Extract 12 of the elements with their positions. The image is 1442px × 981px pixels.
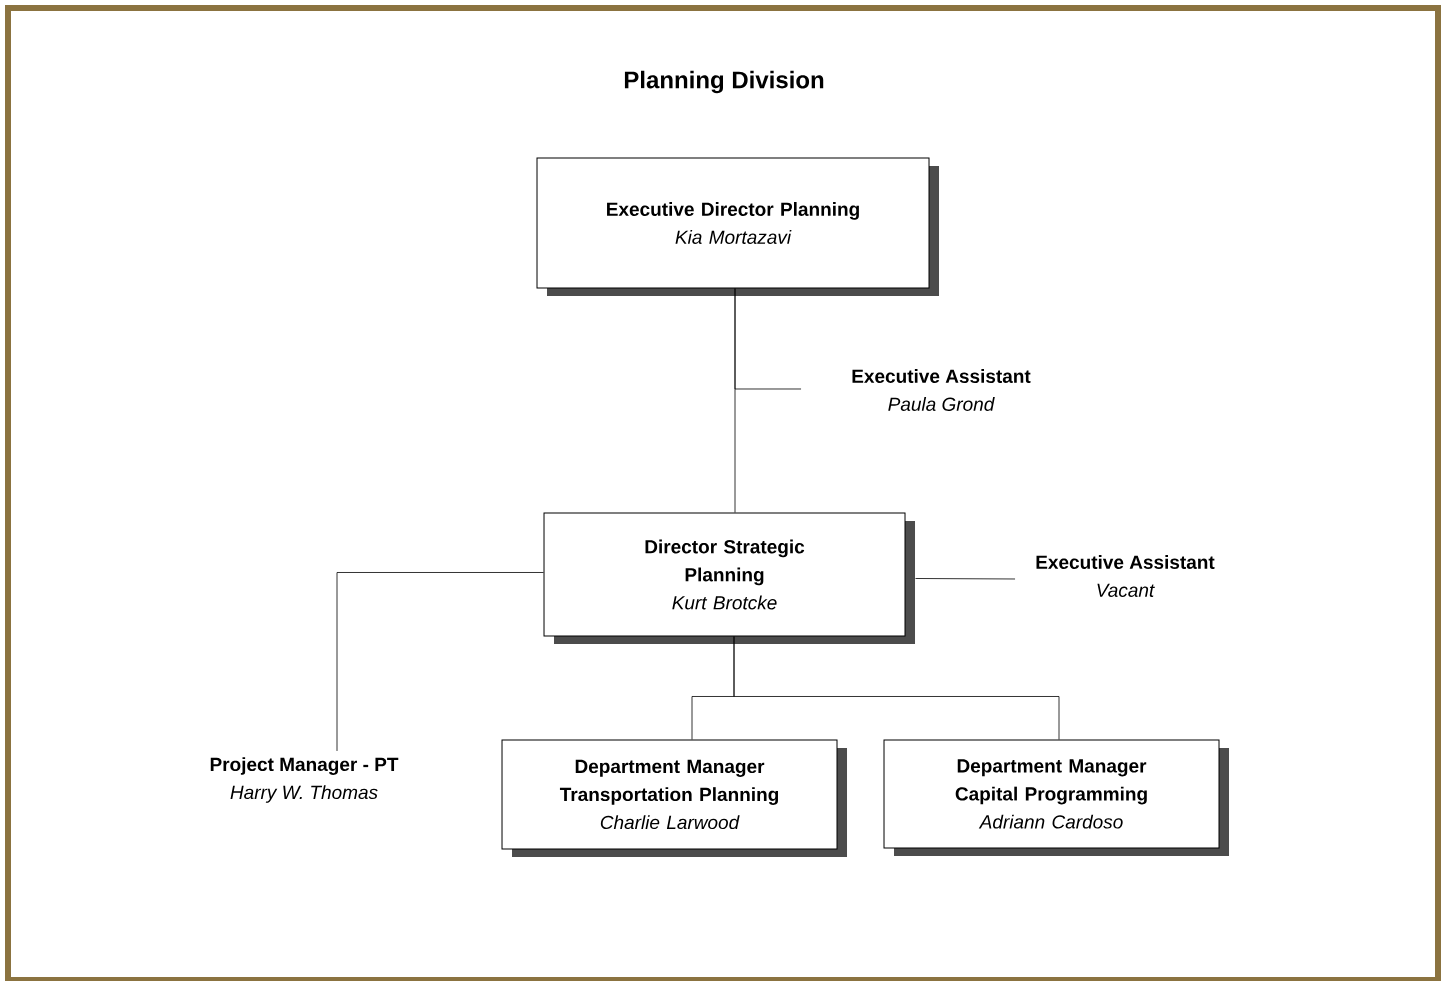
- title: Planning Division: [624, 70, 824, 94]
- connector-line: [915, 578, 1016, 580]
- position-label: Project Manager - PT Harry W. Thomas: [210, 757, 399, 803]
- connector-line: [733, 636, 1060, 740]
- org-box: Department Manager Capital Programming Adriann Cardoso: [883, 739, 1229, 856]
- connector-line: [734, 288, 802, 390]
- org-box: Department Manager Transportation Planning Charlie Larwood: [501, 739, 847, 857]
- position-label: Executive Assistant Paula Grond: [852, 369, 1031, 411]
- connector-line: [336, 572, 544, 752]
- position-label: Executive Assistant Vacant: [1036, 555, 1215, 597]
- org-box: Executive Director Planning Kia Mortazavi: [536, 157, 939, 296]
- org-box: Director Strategic Planning Kurt Brotcke: [543, 512, 915, 644]
